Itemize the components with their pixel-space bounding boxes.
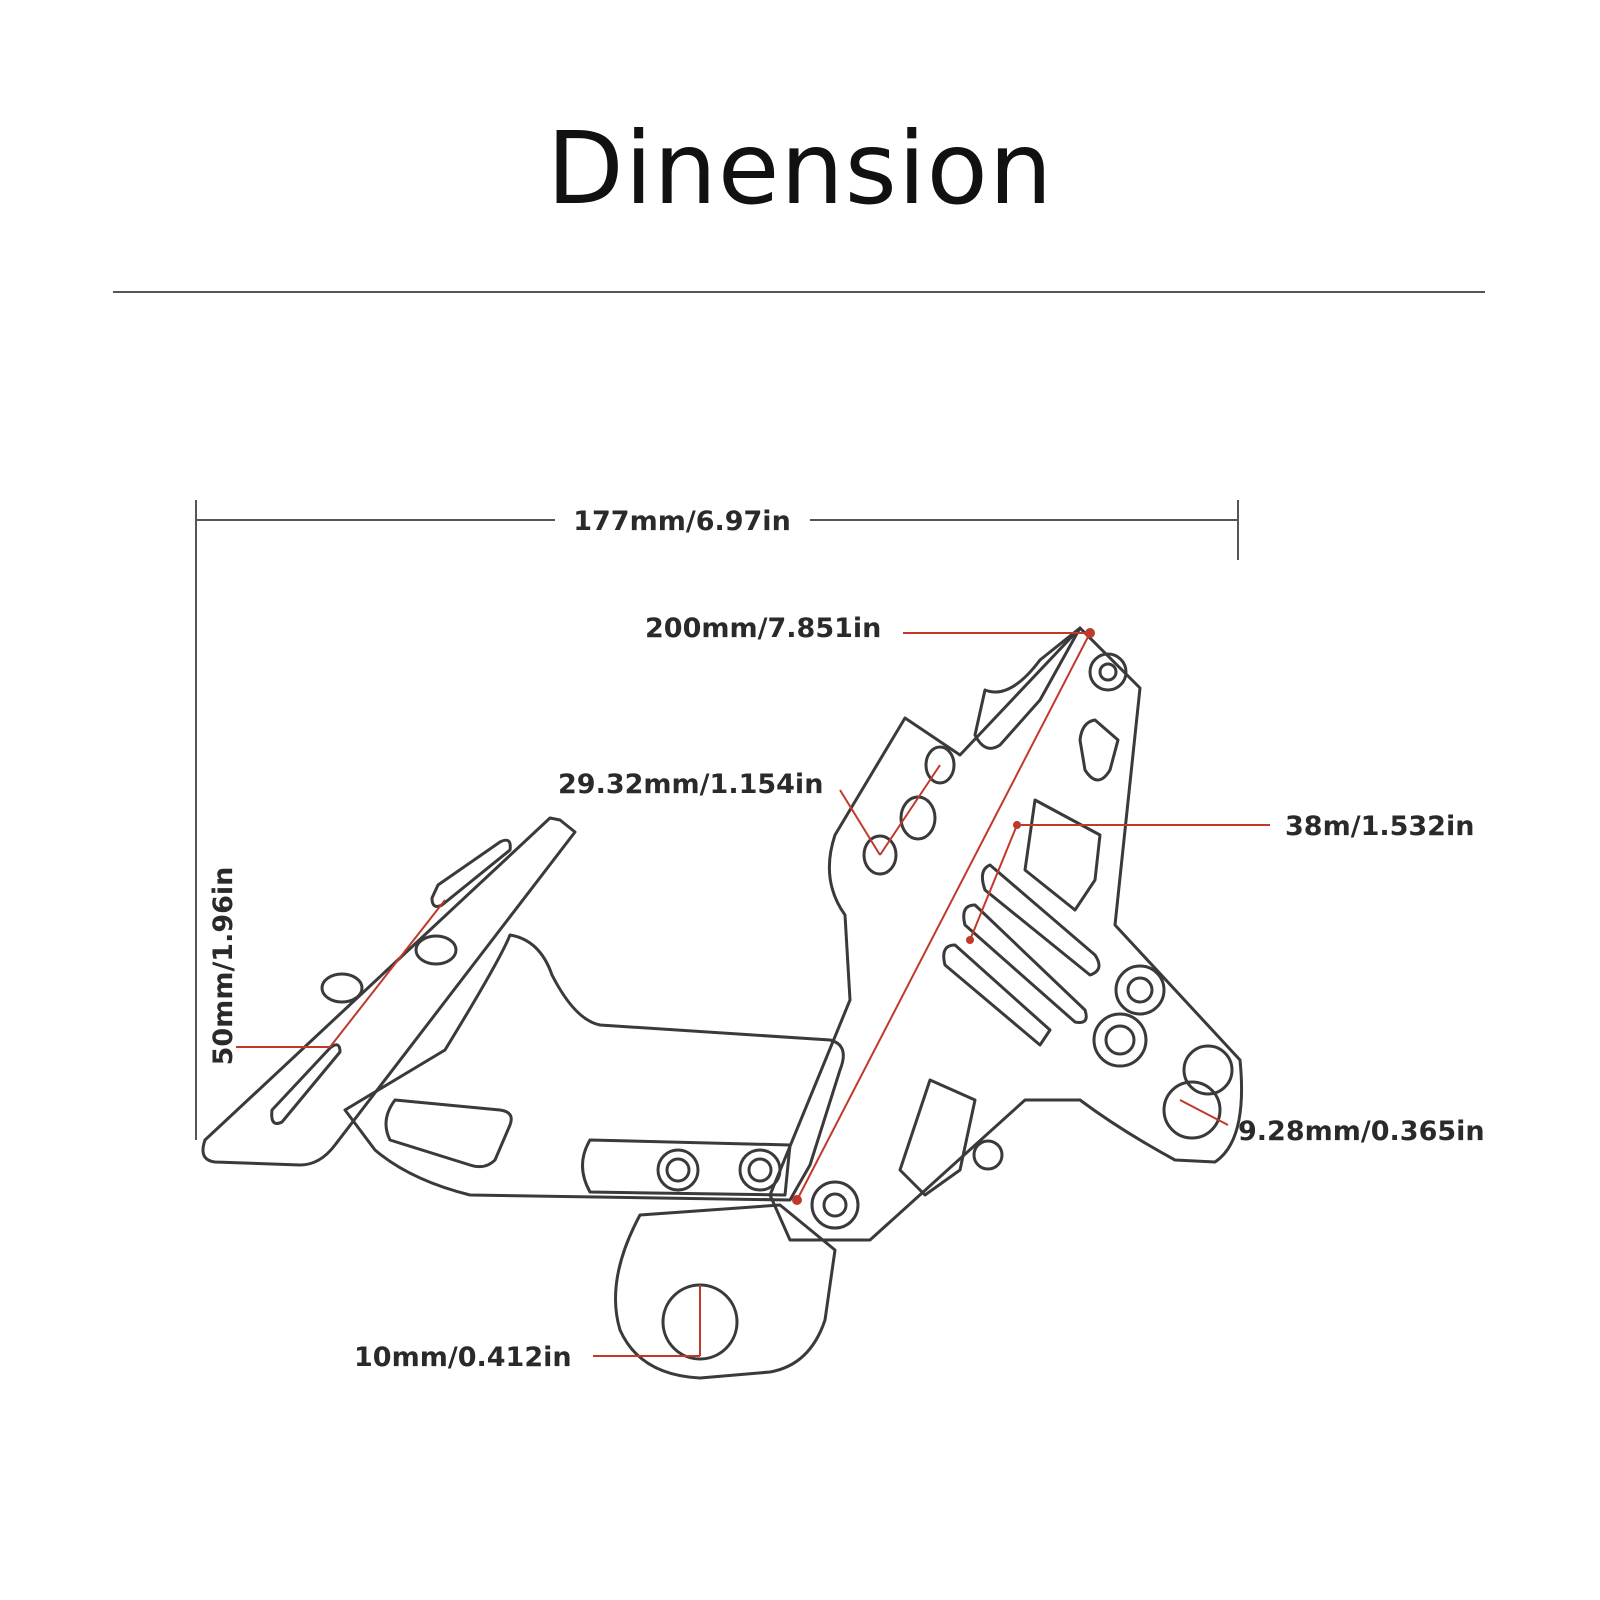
- main-plate-bottom-hole: [810, 1180, 860, 1230]
- main-plate-long-slot-2: [962, 903, 1088, 1024]
- hole-spacing-label: 29.32mm/1.154in: [558, 769, 823, 800]
- hole-diameter-leader: [1179, 1099, 1229, 1126]
- body-rail-slot: [581, 1138, 792, 1197]
- left-arm-hole-1: [414, 934, 458, 966]
- slot-spacing-top-dot: [1013, 821, 1021, 829]
- main-plate-upper-flange: [973, 626, 1082, 750]
- hole-spacing-span: [879, 764, 941, 856]
- plate-length-label: 200mm/7.851in: [645, 613, 881, 644]
- main-plate-window: [1023, 798, 1102, 912]
- overall-width-dimension: [195, 500, 1239, 1140]
- left-arm-top-slot: [430, 838, 512, 908]
- main-plate-hole-e: [1092, 1012, 1148, 1068]
- connecting-body: [343, 933, 845, 1202]
- red-leader-dots: [792, 628, 1095, 1205]
- body-lower-slot: [384, 1098, 513, 1169]
- page-title: Dinension: [546, 110, 1054, 227]
- main-plate-hole-top: [1088, 652, 1128, 692]
- main-plate-hole-b: [899, 795, 937, 841]
- lower-mount: [614, 1203, 837, 1380]
- main-plate-top-slot: [1078, 718, 1120, 782]
- plate-length-span: [796, 632, 1091, 1201]
- hole-diameter-label: 9.28mm/0.365in: [1238, 1116, 1485, 1147]
- plate-length-top-dot: [1085, 628, 1095, 638]
- bracket-drawing: [201, 626, 1244, 1380]
- main-plate-hole-e-inner: [1104, 1024, 1136, 1056]
- main-plate-bottom-hole-inner: [822, 1192, 848, 1218]
- main-plate-hole-f: [1182, 1044, 1234, 1096]
- body-hole-2-inner: [747, 1157, 773, 1183]
- overall-width-label: 177mm/6.97in: [573, 506, 791, 537]
- slot-spacing-bottom-dot: [966, 936, 974, 944]
- main-plate-lower-window: [898, 1078, 977, 1197]
- main-plate-hole-d-inner: [1126, 976, 1154, 1004]
- plate-length-bottom-dot: [792, 1195, 802, 1205]
- bolt-size-label: 10mm/0.412in: [354, 1342, 572, 1373]
- hole-spacing-leader: [839, 789, 881, 856]
- side-height-label: 50mm/1.96in: [208, 867, 239, 1066]
- main-plate: [768, 626, 1244, 1242]
- slot-spacing-span: [969, 824, 1018, 941]
- main-plate-hole-top-inner: [1098, 662, 1118, 682]
- body-hole-1: [656, 1148, 700, 1192]
- main-plate-hole-d: [1114, 964, 1166, 1016]
- body-hole-1-inner: [665, 1157, 691, 1183]
- main-plate-long-slot-3: [942, 943, 1052, 1047]
- red-leaders: [236, 632, 1270, 1357]
- title-divider: [113, 291, 1485, 293]
- left-arm-bottom-slot: [270, 1043, 342, 1125]
- main-plate-small-hole: [972, 1139, 1004, 1171]
- main-plate-hole-a: [924, 745, 956, 785]
- left-plate-arm: [201, 816, 577, 1167]
- main-plate-hole-c: [862, 834, 898, 876]
- left-arm-hole-2: [320, 972, 364, 1004]
- side-height-span: [329, 899, 446, 1048]
- main-plate-hole-g: [1162, 1080, 1222, 1140]
- slot-spacing-label: 38m/1.532in: [1285, 811, 1474, 842]
- main-plate-long-slot-1: [980, 863, 1101, 977]
